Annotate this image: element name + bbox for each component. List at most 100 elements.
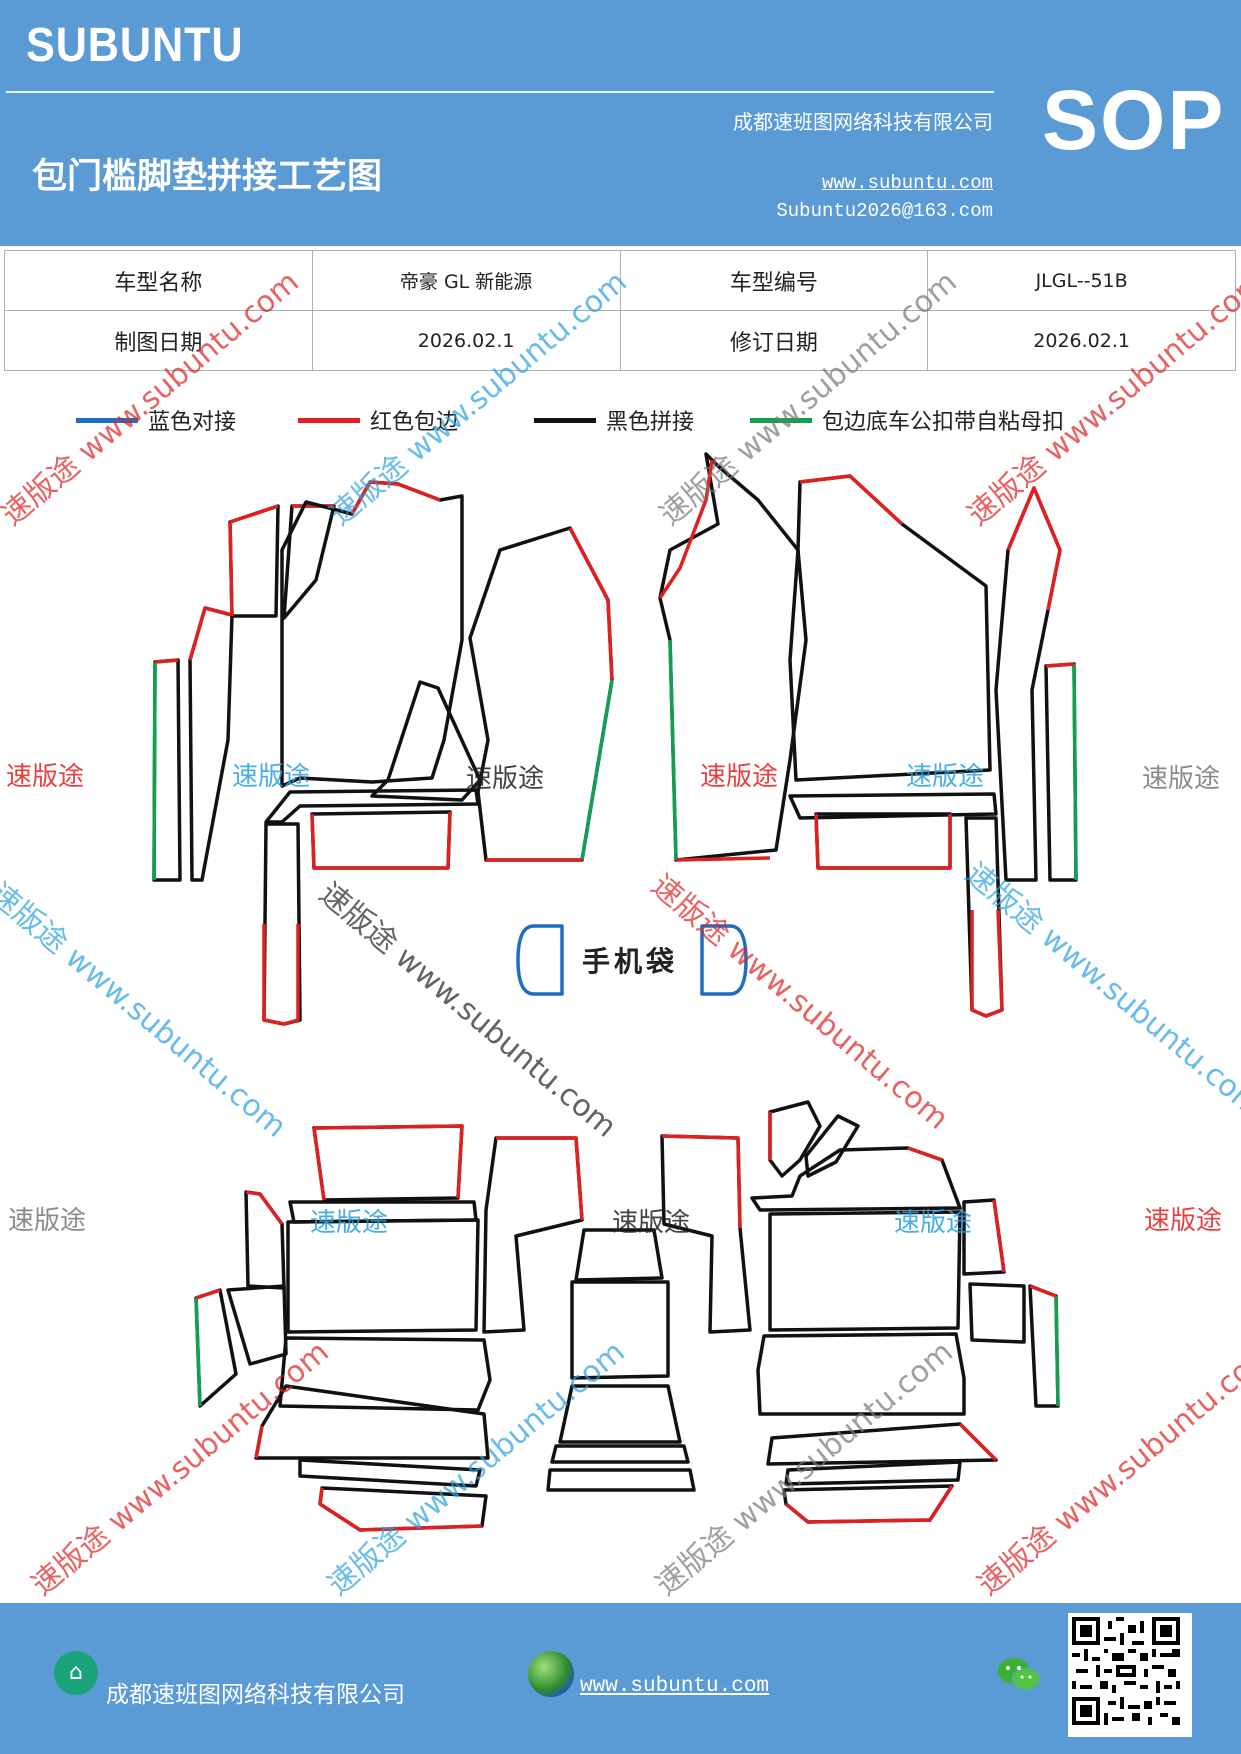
pattern-edge [496,1136,584,1221]
footer-banner: ⌂ 成都速班图网络科技有限公司 www.subuntu.com [0,1603,1241,1754]
pattern-piece [768,1210,962,1332]
mat-pattern-drawing [152,452,1078,1532]
pattern-edge [1006,486,1062,611]
label-cell: 车型编号 [619,250,929,311]
pattern-piece [188,606,234,882]
pattern-edge [658,459,714,599]
watermark-text: 速版途 [894,1208,973,1238]
watermark-text: 速版途 [612,1208,691,1238]
label-cell: 制图日期 [4,310,313,371]
pattern-piece [750,1146,962,1212]
email-text: Subuntu2026@163.com [776,200,993,222]
pattern-edge [312,1124,464,1201]
legend-label: 蓝色对接 [148,410,237,435]
company-name: 成都速班图网络科技有限公司 [733,110,993,134]
pattern-edge [675,856,771,862]
pattern-piece [264,788,480,824]
pattern-piece [312,1124,464,1202]
pattern-piece [280,480,464,788]
pattern-piece [558,1384,682,1444]
pattern-piece [782,1484,954,1524]
phone-pocket: 手机袋 [520,920,750,1000]
qr-code-graphic [1072,1617,1180,1725]
info-table: 车型名称 帝豪 GL 新能源 车型编号 JLGL--51B 制图日期 2026.… [4,250,1236,371]
pattern-piece [1044,662,1078,882]
pattern-piece [244,1190,286,1290]
pattern-piece [788,792,998,820]
pattern-edge [1072,663,1078,881]
legend-item-blue: 蓝色对接 [76,404,236,436]
legend-item-red: 红色包边 [298,404,458,436]
pattern-edge [580,679,614,861]
legend-swatch [534,417,596,423]
watermark-text: 速版途 [1144,1206,1223,1236]
watermark-text: 速版途 [8,1206,87,1236]
pattern-edge [568,527,614,681]
phone-pocket-label: 手机袋 [582,945,679,978]
globe-icon [528,1651,574,1697]
pattern-edge [194,1297,202,1407]
pattern-piece [194,1288,238,1408]
pattern-edge [814,813,952,870]
home-icon: ⌂ [54,1651,98,1695]
watermark-text: 速版途 [6,762,85,792]
label-cell: 车型名称 [4,250,313,311]
legend-swatch [750,417,812,423]
value-cell: 2026.02.1 [927,310,1236,371]
pattern-edge [907,1146,943,1162]
footer-website-link[interactable]: www.subuntu.com [580,1675,770,1698]
website-link[interactable]: www.subuntu.com [821,172,993,194]
value-cell: 帝豪 GL 新能源 [311,250,621,311]
pattern-piece [968,1282,1026,1344]
pattern-edge [958,1422,998,1462]
pattern-piece [756,1332,966,1416]
value-cell: 2026.02.1 [311,310,621,371]
pattern-piece [814,812,952,870]
pattern-edge [195,1288,221,1300]
pattern-piece [550,1444,690,1464]
pattern-piece [658,452,808,862]
page-title: 包门槛脚垫拼接工艺图 [32,157,383,197]
pattern-edge [154,658,179,664]
pattern-edge [799,474,904,526]
pattern-edge [254,1425,264,1459]
legend-item-black: 黑色拼接 [534,404,694,436]
pattern-piece [228,504,280,618]
watermark-text: 速版途 [906,762,985,792]
pattern-piece [286,1218,480,1334]
pattern-edge [1029,1284,1057,1298]
legend-label: 红色包边 [370,410,459,435]
legend-swatch [76,417,138,423]
value-cell: JLGL--51B [927,250,1236,311]
table-row: 车型名称 帝豪 GL 新能源 车型编号 JLGL--51B [4,250,1236,311]
line-legend: 蓝色对接 红色包边 黑色拼接 包边底车公扣带自粘母扣 [0,404,1241,438]
header-divider [6,91,994,93]
legend-swatch [298,417,360,423]
label-cell: 修订日期 [619,310,929,371]
pattern-piece [152,658,182,882]
pattern-edge [1045,662,1075,668]
pattern-edge [318,1487,483,1532]
pattern-piece [1028,1284,1060,1408]
pattern-piece [298,1458,482,1488]
pattern-piece [546,1468,696,1492]
watermark-text: 速版途 [232,762,311,792]
legend-label: 包边底车公扣带自粘母扣 [822,410,1065,435]
phone-pocket-right [700,924,748,996]
pattern-edge [661,1134,742,1229]
qr-code [1068,1613,1192,1737]
pattern-edge [228,504,279,617]
pattern-edge [970,909,1004,1018]
pattern-piece [310,810,452,870]
watermark-text: 速版途 [700,762,779,792]
watermark-text: 速版途 [310,1208,389,1238]
sop-badge: SOP [1042,73,1226,167]
pattern-edge [188,606,233,661]
table-row: 制图日期 2026.02.1 修订日期 2026.02.1 [4,310,1236,371]
pattern-edge [992,1199,1006,1273]
footer-company: 成都速班图网络科技有限公司 [106,1682,405,1708]
pattern-piece [262,822,302,1026]
pattern-piece [784,1460,962,1486]
legend-item-green: 包边底车公扣带自粘母扣 [750,404,1064,436]
wechat-icon[interactable] [996,1655,1042,1695]
